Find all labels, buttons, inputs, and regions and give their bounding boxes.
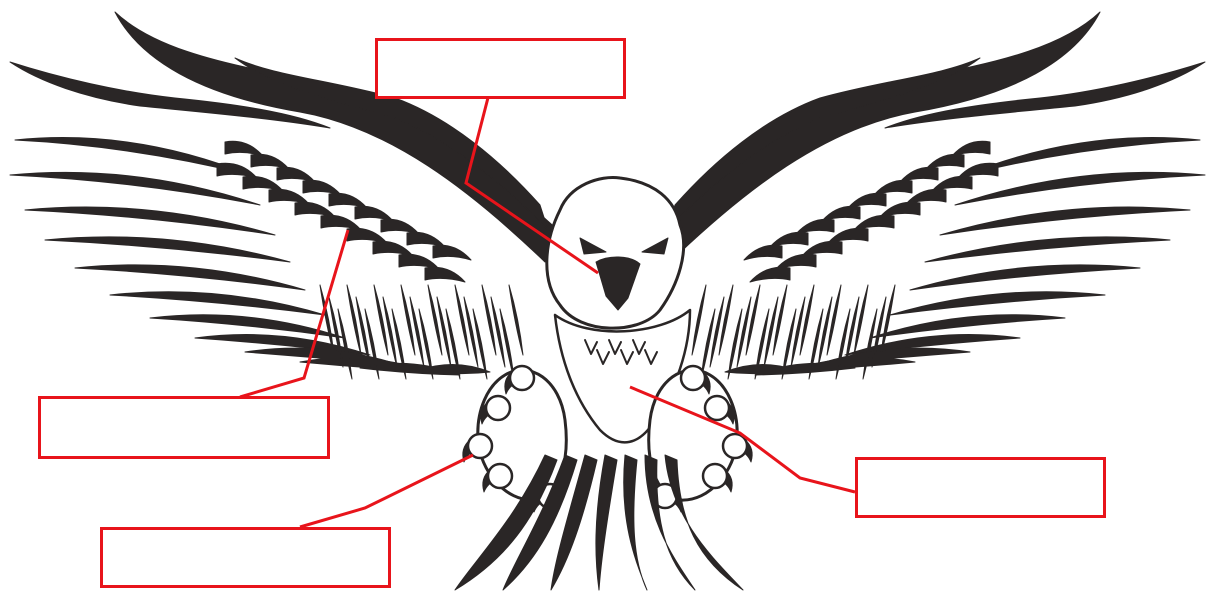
tail-feather [624, 455, 647, 590]
covert-feather-right [874, 180, 912, 195]
toe-right [723, 434, 747, 458]
covert-feather-right [822, 206, 860, 221]
inner-feather-left [347, 285, 361, 355]
flight-feather-right [925, 237, 1170, 262]
inner-feather-right [692, 285, 706, 355]
wing-right [655, 12, 1205, 379]
inner-feather-right [800, 285, 814, 355]
inner-feather-right [719, 285, 733, 355]
covert-feather-left [433, 245, 471, 260]
inner-feather-right [773, 285, 787, 355]
covert-feather-right [796, 219, 834, 234]
inner-feather-right [746, 285, 760, 355]
covert-feather-left [381, 219, 419, 234]
flight-feather-right [890, 292, 1105, 315]
toe-right [705, 396, 729, 420]
covert-feather-left [329, 193, 367, 208]
flight-feather-right [910, 265, 1140, 290]
covert-feather-left [355, 206, 393, 221]
label-box-talon[interactable] [100, 527, 391, 588]
covert-feather-left [251, 154, 289, 169]
toe-right [681, 366, 705, 390]
flight-feather-left [45, 237, 290, 262]
covert-feather-right [770, 232, 808, 247]
toe-left [488, 464, 512, 488]
toe-left [486, 396, 510, 420]
inner-feather-left [428, 285, 442, 355]
inner-feather-left [374, 285, 388, 355]
covert-feather-left [407, 232, 445, 247]
flight-feather-left [110, 292, 325, 315]
covert-feather-right [900, 167, 938, 182]
covert-feather-left [303, 180, 341, 195]
inner-feather-left [482, 285, 496, 355]
flight-feather-right [965, 138, 1200, 175]
tail-feather [596, 455, 617, 590]
covert-feather-right [744, 245, 782, 260]
inner-feather-left [401, 285, 415, 355]
foot-right [649, 366, 752, 512]
covert-feather-left [225, 141, 263, 156]
flight-feather-left [15, 138, 250, 175]
covert-feather-left [425, 267, 465, 282]
label-box-beak[interactable] [375, 38, 626, 99]
leader-line-talon [300, 455, 473, 527]
covert-feather-right [926, 154, 964, 169]
flight-feather-right [955, 172, 1205, 205]
inner-feather-left [455, 285, 469, 355]
inner-feather-left [509, 285, 523, 355]
flight-feather-left [10, 172, 260, 205]
flight-feather-left [75, 265, 305, 290]
inner-feather-right [827, 285, 841, 355]
covert-feather-left [277, 167, 315, 182]
toe-right [703, 464, 727, 488]
covert-feather-right [952, 141, 990, 156]
covert-feather-right [848, 193, 886, 208]
label-box-wing[interactable] [38, 396, 330, 459]
covert-feather-right [750, 267, 790, 282]
flight-feather-right [940, 207, 1190, 235]
flight-feather-left [25, 207, 275, 235]
label-box-body[interactable] [855, 457, 1106, 518]
inner-feather-right [854, 285, 868, 355]
toe-left [510, 366, 534, 390]
